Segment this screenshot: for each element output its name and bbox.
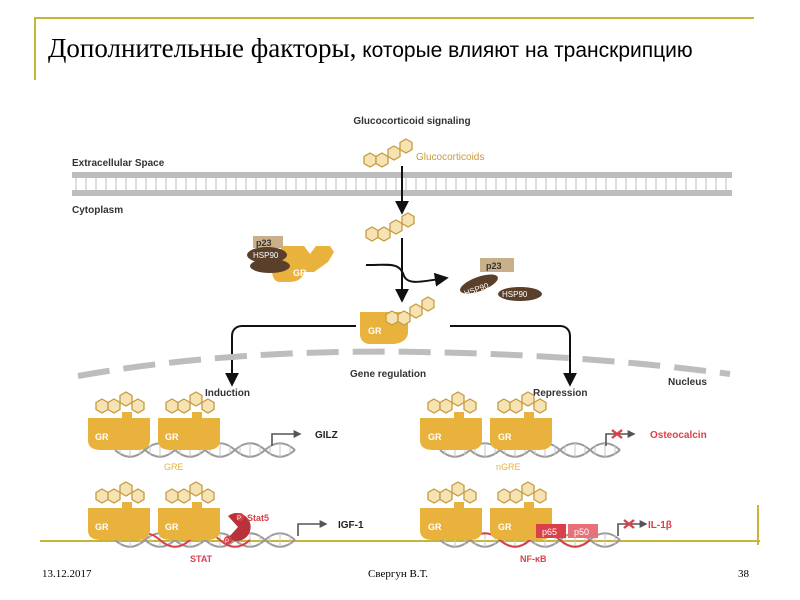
footer-author: Свергун В.Т. <box>368 568 428 580</box>
panel-ngre-osteocalcin <box>420 392 636 458</box>
slide-title: Дополнительные факторы, которые влияют н… <box>48 32 748 69</box>
glucocorticoids-label: Glucocorticoids <box>416 152 484 163</box>
diagram-heading: Glucocorticoid signaling <box>353 116 470 127</box>
arrow-to-repression <box>450 325 577 387</box>
released-chaperones <box>460 258 542 301</box>
p65-label: p65 <box>542 527 557 537</box>
extracellular-label: Extracellular Space <box>72 158 165 169</box>
gr-label-gre-1: GR <box>95 432 109 442</box>
glucocorticoid-molecule-outside <box>364 139 412 167</box>
gr-label-gre-2: GR <box>165 432 179 442</box>
accent-right-line <box>757 505 759 545</box>
footer-date: 13.12.2017 <box>42 568 92 580</box>
nuclear-envelope <box>77 348 731 379</box>
il1b-label: IL-1β <box>648 520 672 531</box>
p65-box <box>536 524 566 538</box>
gr-activated <box>360 297 434 344</box>
hsp90-label-complex: HSP90 <box>253 251 279 260</box>
stat5-label: Stat5 <box>247 513 269 523</box>
induction-label: Induction <box>205 388 250 399</box>
phospho-label-1: P <box>237 516 241 522</box>
repression-label: Repression <box>533 388 587 399</box>
title-part-sans: которые влияют на транскрипцию <box>356 39 693 62</box>
p50-label: p50 <box>574 527 589 537</box>
accent-bottom-line <box>40 540 760 542</box>
gr-label-stat-2: GR <box>165 522 179 532</box>
gr-label-activated: GR <box>368 326 382 336</box>
p23-label-free: p23 <box>486 261 502 271</box>
block-x-il1b <box>623 519 635 529</box>
gr-label-stat-1: GR <box>95 522 109 532</box>
hsp90-label-free-2: HSP90 <box>502 290 528 299</box>
title-part-serif: Дополнительные факторы, <box>48 33 357 63</box>
nfkb-label: NF-κB <box>520 554 547 564</box>
igf1-label: IGF-1 <box>338 520 364 531</box>
arrow-to-induction <box>225 325 356 387</box>
gr-label-complex: GR <box>293 268 307 278</box>
p50-box <box>568 524 598 538</box>
glucocorticoid-molecule-inside <box>366 213 414 241</box>
gr-label-ngre-1: GR <box>428 432 442 442</box>
accent-left-line <box>34 17 36 80</box>
stat-label: STAT <box>190 554 213 564</box>
gene-regulation-label: Gene regulation <box>350 369 426 380</box>
stat5-protein <box>228 513 251 542</box>
gr-label-ngre-2: GR <box>498 432 512 442</box>
panel-nfkb-il1b <box>420 482 648 548</box>
accent-top-line <box>34 17 754 19</box>
arrow-dissociation <box>365 263 449 287</box>
nucleus-label: Nucleus <box>668 377 707 388</box>
cytoplasm-label: Cytoplasm <box>72 205 123 216</box>
panel-stat-igf1 <box>88 482 328 548</box>
gr-label-nfkb-1: GR <box>428 522 442 532</box>
block-x-osteocalcin <box>611 429 623 439</box>
p23-label-complex: p23 <box>256 238 272 248</box>
footer-page-number: 38 <box>738 568 749 580</box>
gr-label-nfkb-2: GR <box>498 522 512 532</box>
gilz-label: GILZ <box>315 430 338 441</box>
gre-label: GRE <box>164 462 184 472</box>
gr-hsp90-complex <box>247 236 334 282</box>
ngre-label: nGRE <box>496 462 521 472</box>
panel-gre-gilz <box>88 392 302 458</box>
phospho-label-2: P <box>225 539 229 545</box>
osteocalcin-label: Osteocalcin <box>650 430 707 441</box>
